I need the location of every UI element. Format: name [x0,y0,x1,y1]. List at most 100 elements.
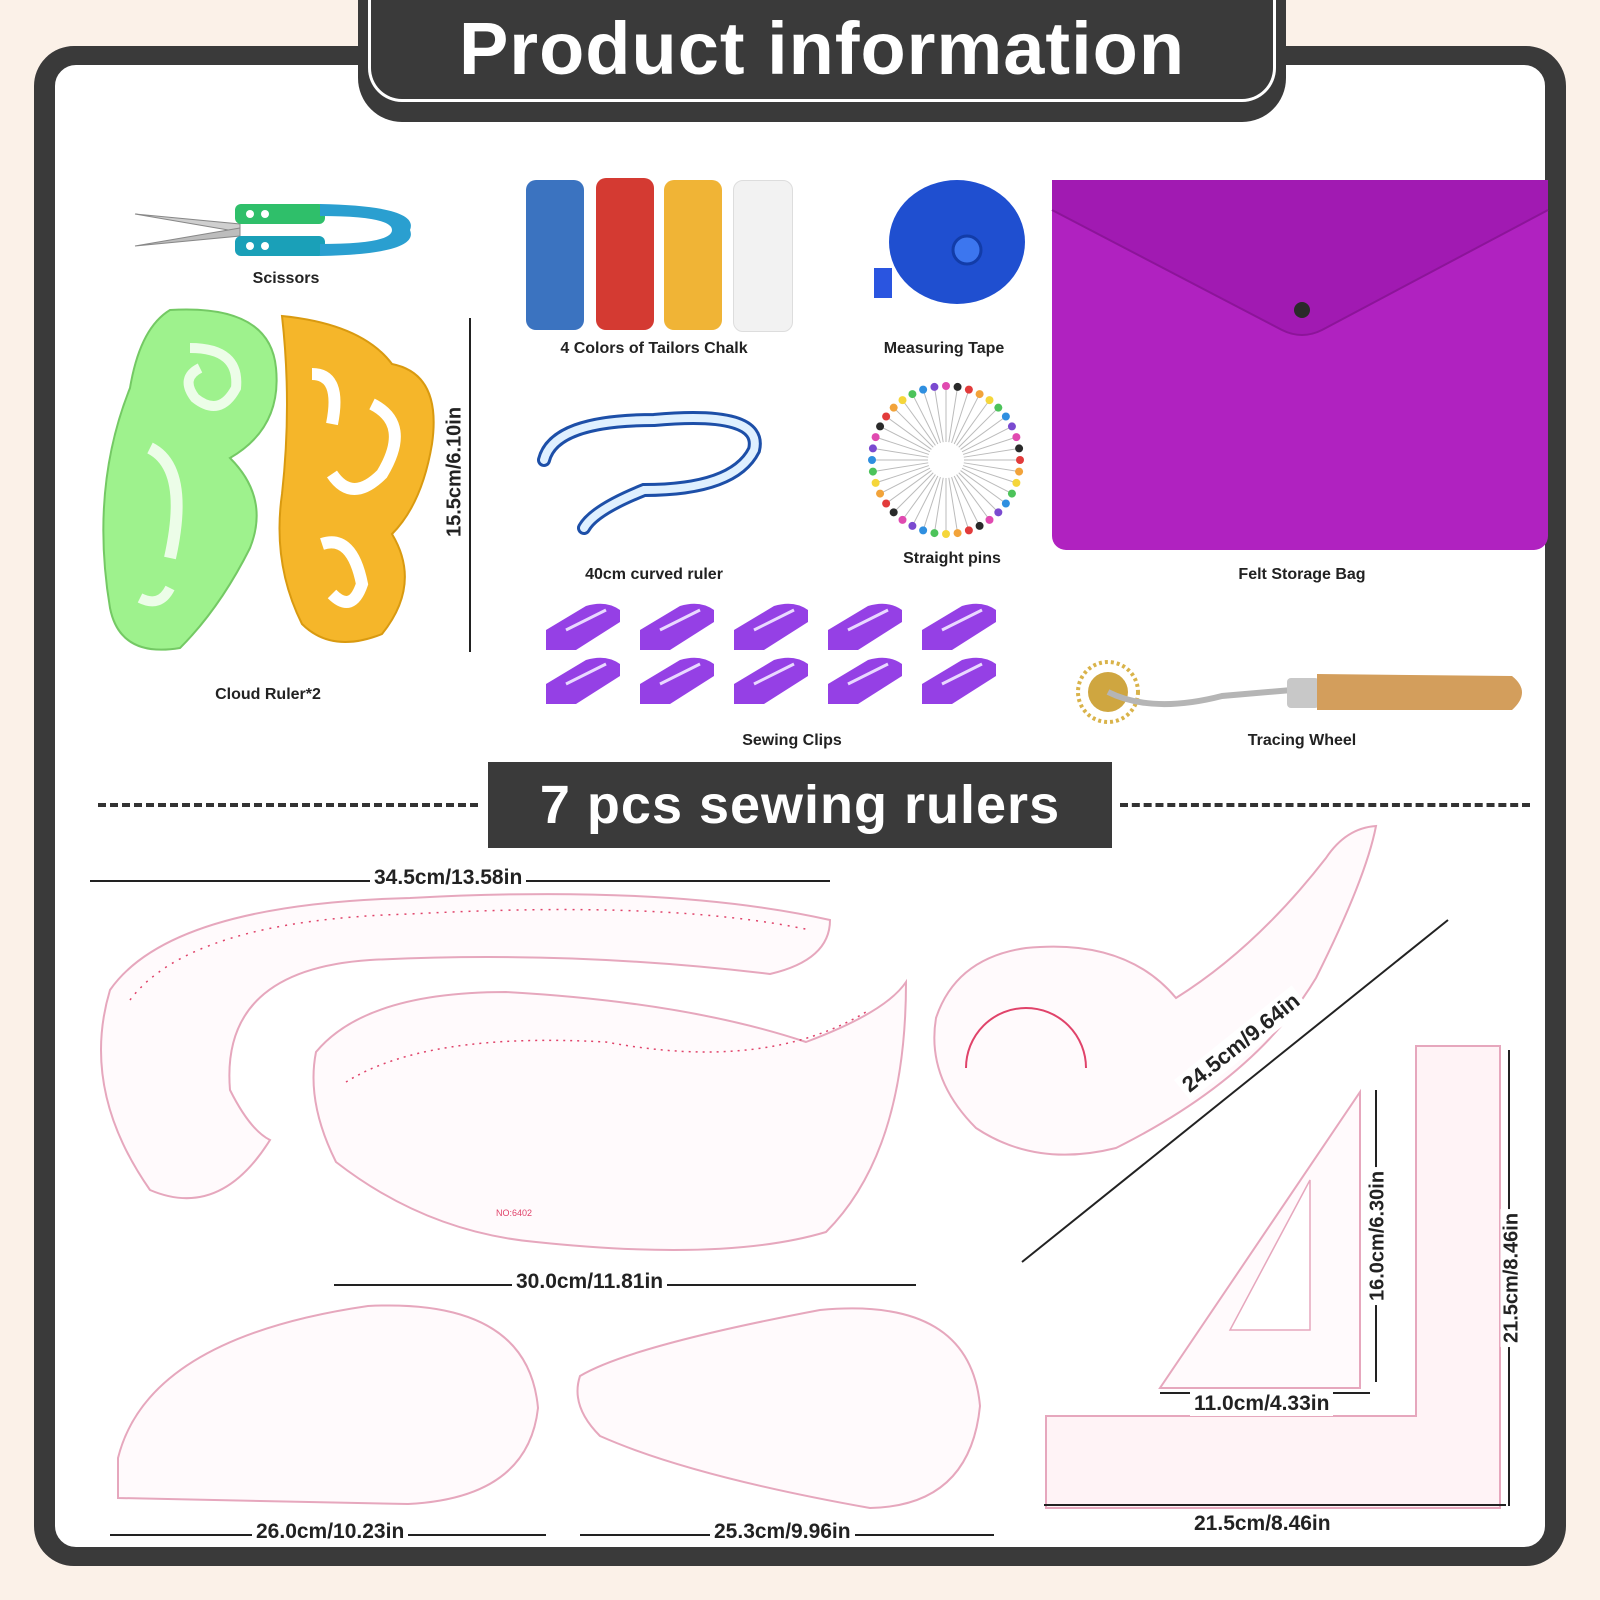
chalk-yellow [664,180,722,330]
sewing-clip [922,657,996,704]
pin-head [985,515,994,524]
divider-right [1120,803,1530,807]
ruler-triangle [1158,1088,1361,1389]
pin-shaft [933,386,944,443]
scissors-image [134,204,411,256]
dim-label-4: 16.0cm/6.30in [1366,1166,1390,1306]
pin-head [876,422,885,431]
pin-shaft [902,474,936,521]
chalk-blue [526,180,584,330]
pin-shaft [893,407,934,448]
pin-shaft [951,389,970,444]
pin-shaft [948,386,959,443]
pin-head [1012,433,1021,442]
pin-shaft [963,462,1020,473]
dim-label-8: 26.0cm/10.23in [252,1520,409,1544]
pin-head [1015,467,1024,476]
pin-shaft [911,393,939,445]
cloud-ruler-green [102,308,278,651]
pin-head [908,521,917,530]
pin-shaft [953,393,981,445]
pin-shaft [962,436,1017,455]
sewing-clip [828,603,902,650]
pin-shaft [885,470,932,504]
pin-shaft [958,407,999,448]
ruler-l-square [1045,1045,1501,1509]
dim-label-1: 34.5cm/13.58in [370,866,527,890]
pin-head [868,456,876,464]
felt-bag-image [1051,180,1549,550]
section-banner [488,762,1112,848]
pin-head [898,396,907,405]
pin-head [882,499,891,508]
pin-head [919,385,928,394]
ruler-protractor-curve [933,824,1378,1156]
tracing-wheel-label: Tracing Wheel [1247,732,1357,749]
measuring-tape-label: Measuring Tape [883,340,1005,357]
pin-shaft [893,472,934,513]
pin-shaft [933,477,944,534]
pin-head [868,444,877,453]
pin-shaft [953,475,981,527]
pin-head [953,529,962,538]
pin-head [1001,499,1010,508]
pin-shaft [948,477,959,534]
pin-head [908,390,917,399]
pin-head [953,382,962,391]
pin-head [1012,478,1021,487]
chalk-label: 4 Colors of Tailors Chalk [560,340,748,357]
ruler-tear-small [576,1307,982,1510]
model-number-label: NO:6402 [496,1208,532,1218]
dim-label-2: 30.0cm/11.81in [512,1270,668,1294]
straight-pins-label: Straight pins [903,550,1001,567]
straight-pins-image [868,382,1024,538]
pin-shaft [922,476,941,531]
pin-shaft [961,425,1013,453]
cloud-ruler-label: Cloud Ruler*2 [215,686,321,703]
dim-label-5: 11.0cm/4.33in [1190,1392,1334,1416]
pin-head [930,529,939,538]
pin-head [994,403,1003,412]
sewing-clip [640,657,714,704]
sewing-clip [734,657,808,704]
pin-head [942,382,950,390]
pin-head [882,412,891,421]
cloud-ruler-yellow [278,314,435,643]
pin-head [1016,456,1024,464]
pin-head [964,385,973,394]
pin-head [1007,422,1016,431]
pin-head [889,403,898,412]
sewing-clip [828,657,902,704]
dim-label-6: 21.5cm/8.46in [1500,1208,1524,1348]
pin-head [975,390,984,399]
felt-bag-label: Felt Storage Bag [1238,566,1366,583]
pin-shaft [879,467,931,495]
sewing-clip [546,657,620,704]
sewing-clip [640,603,714,650]
curved-ruler-label: 40cm curved ruler [585,566,723,583]
pin-shaft [961,467,1013,495]
ruler-tear-large [117,1304,540,1506]
section-title: 7 pcs sewing rulers [539,775,1061,835]
cloud-height-label: 15.5cm/6.10in [443,402,467,542]
pin-shaft [911,475,939,527]
dim-line-3 [1021,919,1449,1263]
title-tab-border [368,0,1276,102]
page-title: Product information [458,7,1186,90]
pin-shaft [872,447,929,458]
chalk-red [596,178,654,330]
sewing-clips-image [546,603,996,704]
pin-shaft [960,470,1007,504]
dim-line-7 [1044,1504,1506,1506]
divider-left [98,803,478,807]
pin-shaft [956,399,990,446]
measuring-tape-image [874,180,1025,304]
pin-head [930,382,939,391]
scissors-label: Scissors [252,270,320,287]
pin-head [942,530,950,538]
pin-head [889,508,898,517]
pin-head [1015,444,1024,453]
pin-shaft [902,399,936,446]
chalk-white [733,180,793,332]
pin-head [919,526,928,535]
